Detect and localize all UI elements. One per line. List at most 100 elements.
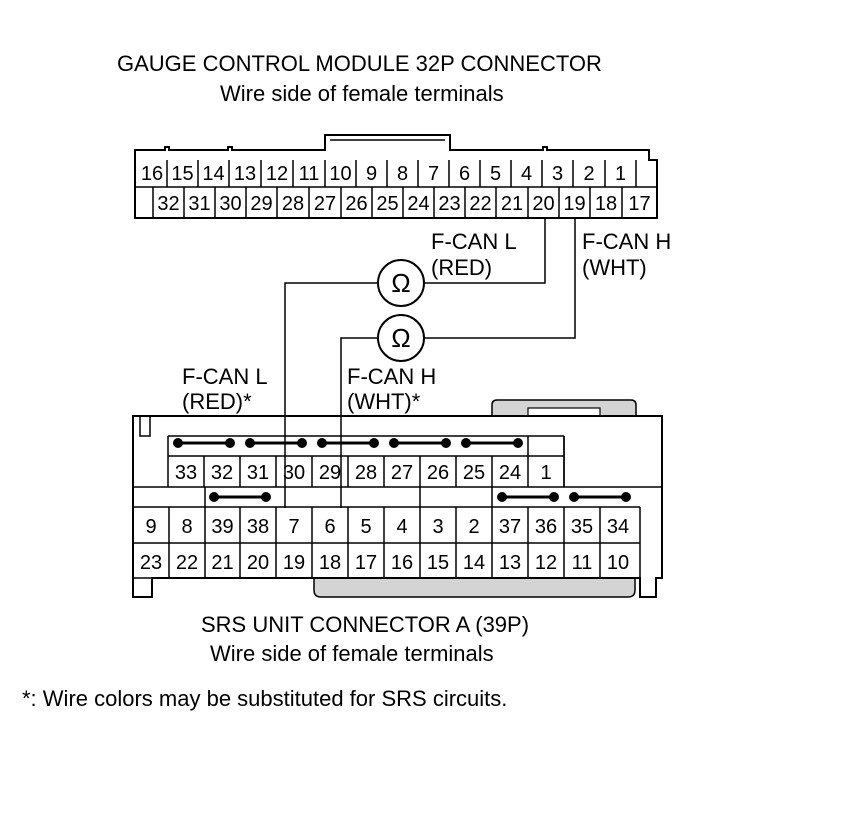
srs-pin-label: 37 bbox=[499, 516, 521, 538]
ohmmeter-can-h: Ω bbox=[377, 314, 425, 362]
gauge-pin-label: 30 bbox=[219, 193, 241, 215]
srs-pin-label: 6 bbox=[324, 516, 335, 538]
shorting-bar-end bbox=[173, 438, 183, 448]
srs-pin-label: 39 bbox=[211, 516, 233, 538]
gauge-pin-label: 7 bbox=[428, 163, 439, 185]
srs-connector-title: SRS UNIT CONNECTOR A (39P) bbox=[201, 612, 530, 637]
shorting-bar-end bbox=[497, 492, 507, 502]
gauge-pin-label: 22 bbox=[469, 193, 491, 215]
srs-pin-label: 2 bbox=[468, 516, 479, 538]
gauge-pin-label: 14 bbox=[202, 163, 224, 185]
srs-pin-label: 19 bbox=[283, 552, 305, 574]
srs-connector bbox=[132, 399, 663, 598]
gauge-pin-label: 2 bbox=[583, 163, 594, 185]
srs-pin-label: 1 bbox=[540, 462, 551, 484]
srs-pin-label: 21 bbox=[211, 552, 233, 574]
srs-pin-label: 26 bbox=[427, 462, 449, 484]
gauge-can-h-color: (WHT) bbox=[582, 255, 647, 280]
gauge-pin-label: 28 bbox=[282, 193, 304, 215]
shorting-bar-end bbox=[549, 492, 559, 502]
srs-pin-label: 10 bbox=[607, 552, 629, 574]
srs-pin-label: 30 bbox=[283, 462, 305, 484]
srs-can-l-color: (RED)* bbox=[182, 389, 252, 414]
srs-pin-label: 8 bbox=[181, 516, 192, 538]
gauge-pin-label: 15 bbox=[171, 163, 193, 185]
ohm-icon: Ω bbox=[391, 268, 410, 298]
srs-pin-label: 20 bbox=[247, 552, 269, 574]
srs-pin-label: 35 bbox=[571, 516, 593, 538]
gauge-pin-label: 6 bbox=[459, 163, 470, 185]
wire-can-l-gauge bbox=[425, 218, 546, 284]
srs-pin-label: 18 bbox=[319, 552, 341, 574]
srs-pin-label: 38 bbox=[247, 516, 269, 538]
srs-pin-label: 12 bbox=[535, 552, 557, 574]
srs-pin-label: 16 bbox=[391, 552, 413, 574]
gauge-connector-title: GAUGE CONTROL MODULE 32P CONNECTOR bbox=[117, 51, 602, 76]
gauge-pin-label: 18 bbox=[595, 193, 617, 215]
shorting-bar-end bbox=[461, 438, 471, 448]
shorting-bar-end bbox=[569, 492, 579, 502]
srs-pin-label: 4 bbox=[396, 516, 407, 538]
shorting-bar-end bbox=[261, 492, 271, 502]
shorting-bar-end bbox=[225, 438, 235, 448]
srs-pin-label: 34 bbox=[607, 516, 629, 538]
srs-pin-label: 7 bbox=[288, 516, 299, 538]
srs-shorting-bars bbox=[173, 438, 631, 502]
gauge-pin-label: 5 bbox=[490, 163, 501, 185]
gauge-pin-label: 32 bbox=[157, 193, 179, 215]
gauge-pin-label: 20 bbox=[532, 193, 554, 215]
srs-pin-label: 14 bbox=[463, 552, 485, 574]
shorting-bar-end bbox=[245, 438, 255, 448]
shorting-bar-end bbox=[369, 438, 379, 448]
srs-pin-label: 15 bbox=[427, 552, 449, 574]
shorting-bar-end bbox=[621, 492, 631, 502]
gauge-pin-label: 24 bbox=[407, 193, 429, 215]
gauge-can-h-label: F-CAN H bbox=[582, 229, 672, 254]
gauge-pin-label: 11 bbox=[299, 163, 320, 185]
ohmmeter-can-l: Ω bbox=[377, 259, 425, 307]
srs-pin-label: 27 bbox=[391, 462, 413, 484]
gauge-pin-label: 3 bbox=[552, 163, 563, 185]
gauge-pin-label: 29 bbox=[250, 193, 272, 215]
srs-pin-label: 24 bbox=[499, 462, 521, 484]
gauge-pin-label: 8 bbox=[397, 163, 408, 185]
srs-pin-label: 17 bbox=[355, 552, 377, 574]
wire-can-h-srs bbox=[340, 337, 377, 508]
gauge-pin-label: 25 bbox=[376, 193, 398, 215]
srs-can-l-label: F-CAN L bbox=[182, 364, 268, 389]
srs-pin-label: 33 bbox=[175, 462, 197, 484]
gauge-pin-label: 17 bbox=[628, 193, 650, 215]
gauge-pin-label: 16 bbox=[141, 163, 163, 185]
srs-pin-label: 31 bbox=[247, 462, 269, 484]
gauge-pin-label: 21 bbox=[501, 193, 523, 215]
srs-can-h-color: (WHT)* bbox=[347, 389, 421, 414]
srs-pin-label: 28 bbox=[355, 462, 377, 484]
shorting-bar-end bbox=[297, 438, 307, 448]
shorting-bar-end bbox=[513, 438, 523, 448]
srs-pin-label: 9 bbox=[145, 516, 156, 538]
srs-pin-label: 11 bbox=[572, 552, 593, 574]
srs-pin-label: 13 bbox=[499, 552, 521, 574]
gauge-pin-label: 12 bbox=[266, 163, 288, 185]
srs-pin-label: 36 bbox=[535, 516, 557, 538]
gauge-connector-subtitle: Wire side of female terminals bbox=[220, 81, 504, 106]
shorting-bar-end bbox=[441, 438, 451, 448]
test-wires bbox=[284, 218, 576, 508]
gauge-pin-label: 19 bbox=[563, 193, 585, 215]
srs-pin-label: 32 bbox=[211, 462, 233, 484]
srs-pin-label: 29 bbox=[319, 462, 341, 484]
gauge-can-l-color: (RED) bbox=[431, 255, 493, 280]
srs-pin-label: 22 bbox=[176, 552, 198, 574]
gauge-pin-label: 10 bbox=[329, 163, 351, 185]
footnote: *: Wire colors may be substituted for SR… bbox=[22, 686, 508, 711]
gauge-pin-label: 1 bbox=[615, 163, 626, 185]
gauge-pin-label: 27 bbox=[314, 193, 336, 215]
srs-can-h-label: F-CAN H bbox=[347, 364, 437, 389]
srs-pin-label: 3 bbox=[432, 516, 443, 538]
srs-pin-label: 23 bbox=[140, 552, 162, 574]
shorting-bar-end bbox=[317, 438, 327, 448]
gauge-connector bbox=[134, 134, 658, 219]
